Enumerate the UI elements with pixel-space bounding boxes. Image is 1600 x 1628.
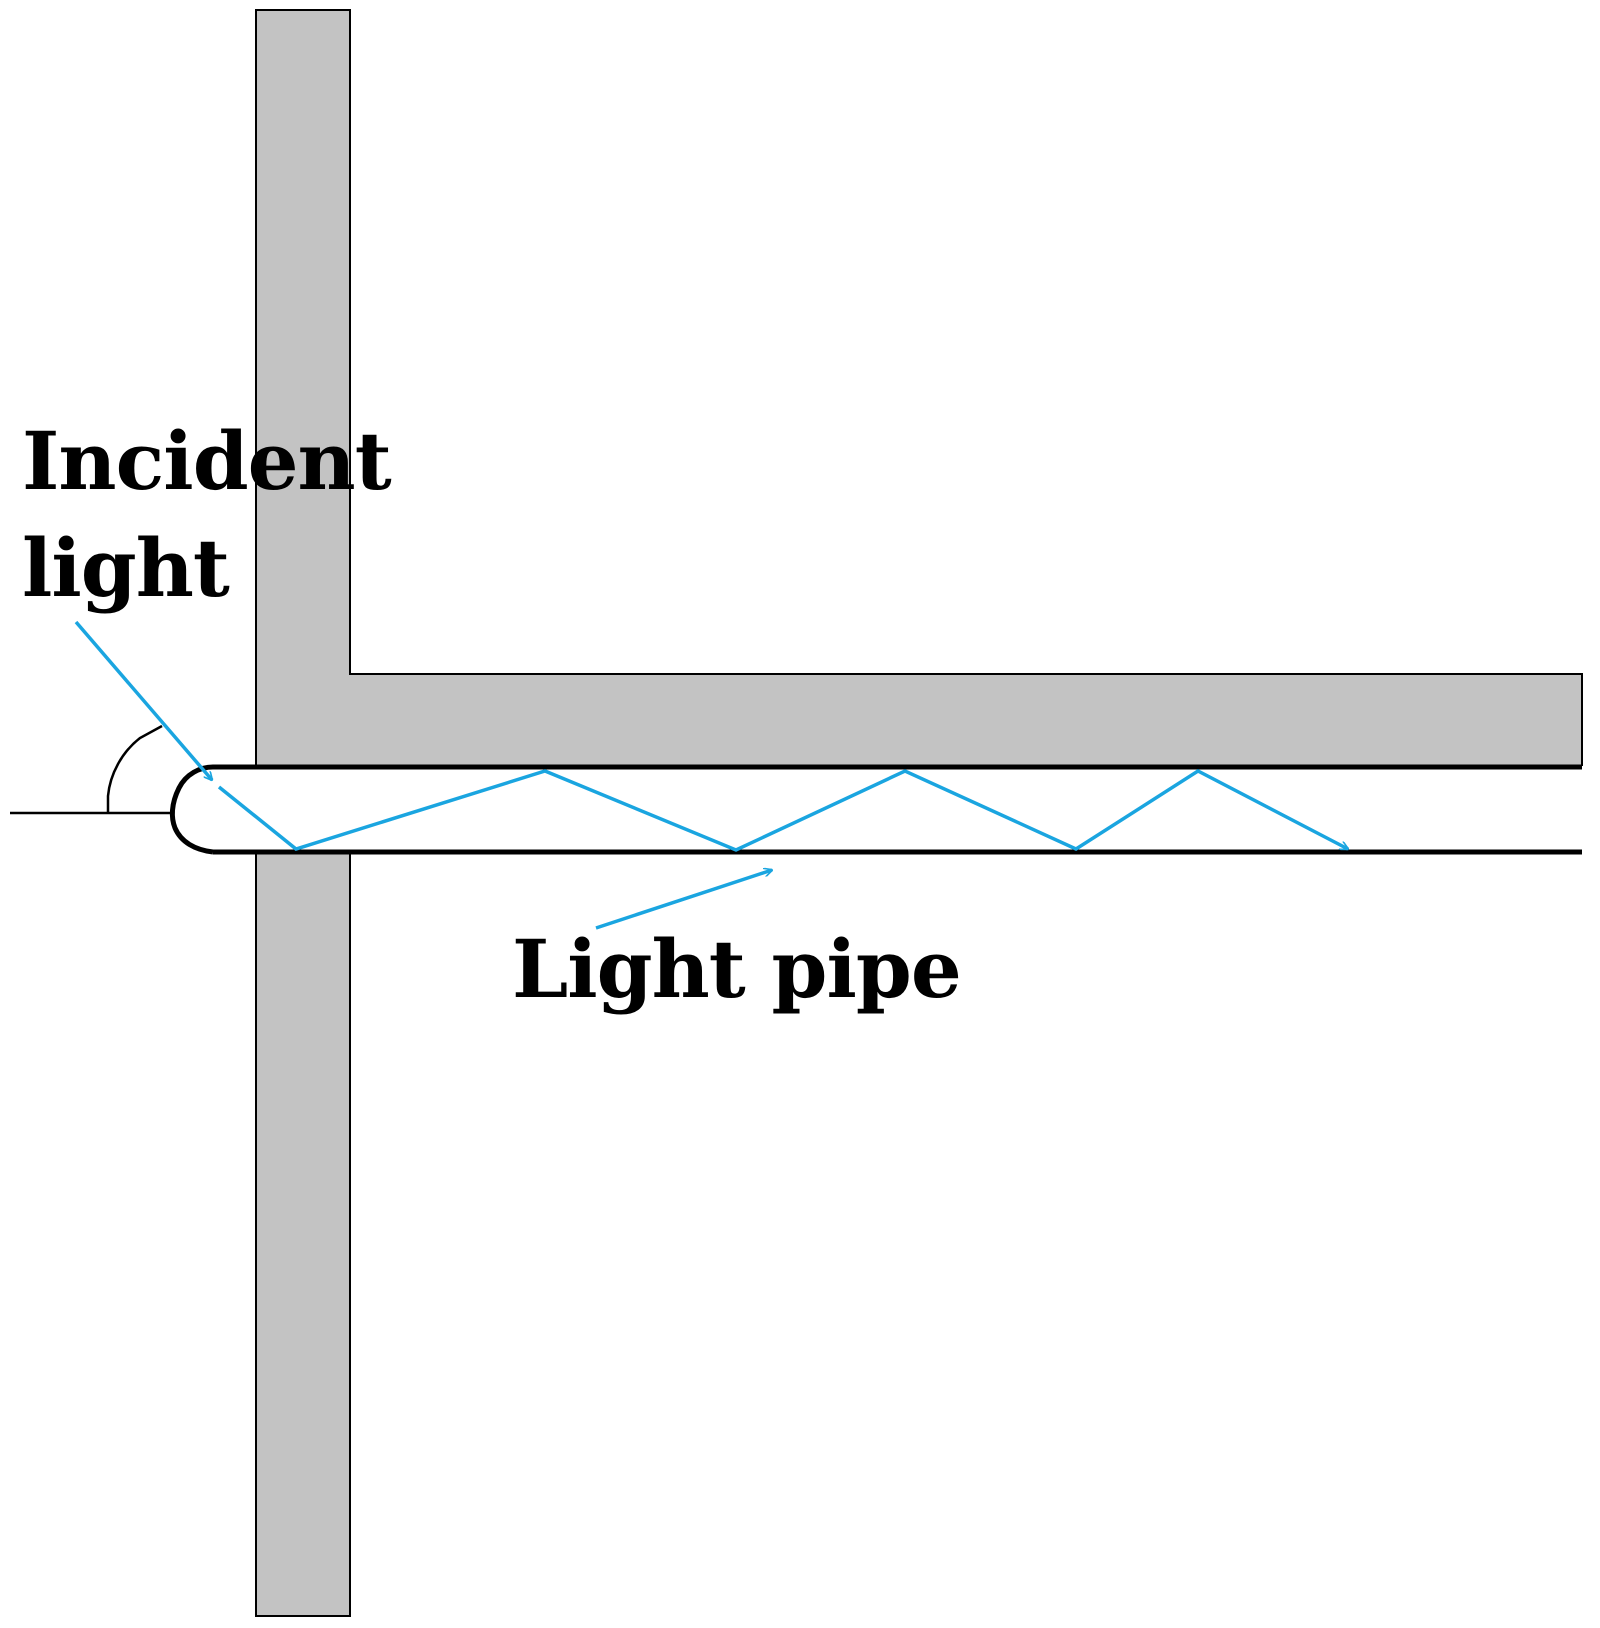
reflected-ray-path [217,768,1348,852]
incident-light-label-line1: Incident [22,414,392,508]
light-pipe-pointer-arrow [595,870,772,930]
light-pipe-body [213,766,1583,853]
horizontal-ceiling [255,9,1583,768]
collector-dome [169,764,214,855]
light-pipe-label: Light pipe [512,922,961,1016]
seam-cover [257,660,349,766]
incident-light-label-line2: light [22,521,230,615]
incidence-angle-arc [106,724,163,813]
incident-ray [74,620,212,780]
